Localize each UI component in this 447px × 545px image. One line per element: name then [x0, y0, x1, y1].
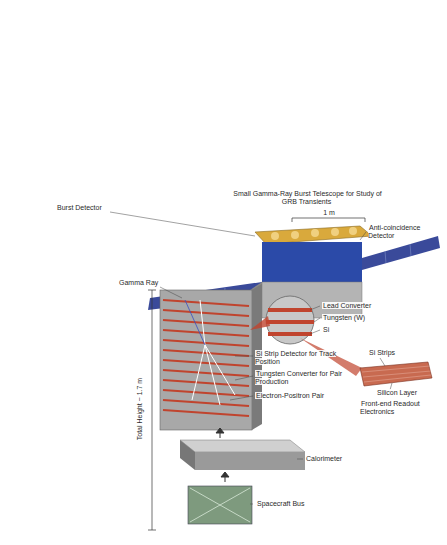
bus-cross: [190, 488, 250, 522]
strip-detector: [360, 362, 432, 386]
instrument-title: Small Gamma-Ray Burst Telescope for Stud…: [232, 190, 382, 206]
tracker-layers: [163, 300, 249, 416]
part-label: Burst Detector: [56, 204, 112, 212]
part-label: Lead Converter: [322, 302, 394, 310]
gamma-track: [185, 300, 205, 345]
anticoincidence-box: [262, 242, 362, 282]
part-label: Anti-coincidence Detector: [368, 224, 440, 240]
part-label: Spacecraft Bus: [256, 500, 336, 508]
calorimeter-top: [180, 440, 305, 452]
zoom-pointer: [250, 316, 270, 330]
gold-cells: [271, 227, 357, 240]
width-bracket: [292, 218, 365, 222]
part-label: Calorimeter: [305, 455, 375, 463]
tracker-side: [252, 284, 262, 430]
zoom-circle: [266, 296, 314, 344]
part-label: Silicon Layer: [376, 389, 436, 397]
spacecraft-bus: [188, 486, 252, 524]
particle-tracks: [192, 300, 235, 405]
part-label: Si Strip Detector for Track Position: [255, 350, 355, 366]
calorimeter-side: [180, 440, 195, 470]
strip-lines: [362, 366, 431, 382]
leader-lines: [110, 212, 392, 504]
part-label: Front-end Readout Electronics: [360, 400, 440, 416]
height-dimension: [148, 290, 156, 530]
dimension-label: 1 m: [318, 209, 340, 217]
part-label: Si: [322, 326, 362, 334]
part-label: Gamma Ray: [118, 279, 160, 287]
stack-arrow: [216, 428, 229, 482]
zoom-layers: [266, 310, 314, 334]
part-label: Electron-Positron Pair: [255, 392, 355, 400]
dimension-label: Total Height ~ 1.7 m: [136, 349, 144, 469]
part-label: Si Strips: [368, 349, 428, 357]
part-label: Tungsten (W): [322, 314, 394, 322]
tracker-tower: [160, 290, 252, 430]
gold-top: [255, 226, 372, 244]
calorimeter-front: [195, 452, 305, 470]
part-label: Tungsten Converter for Pair Production: [255, 370, 355, 386]
solar-panel: [362, 236, 440, 270]
